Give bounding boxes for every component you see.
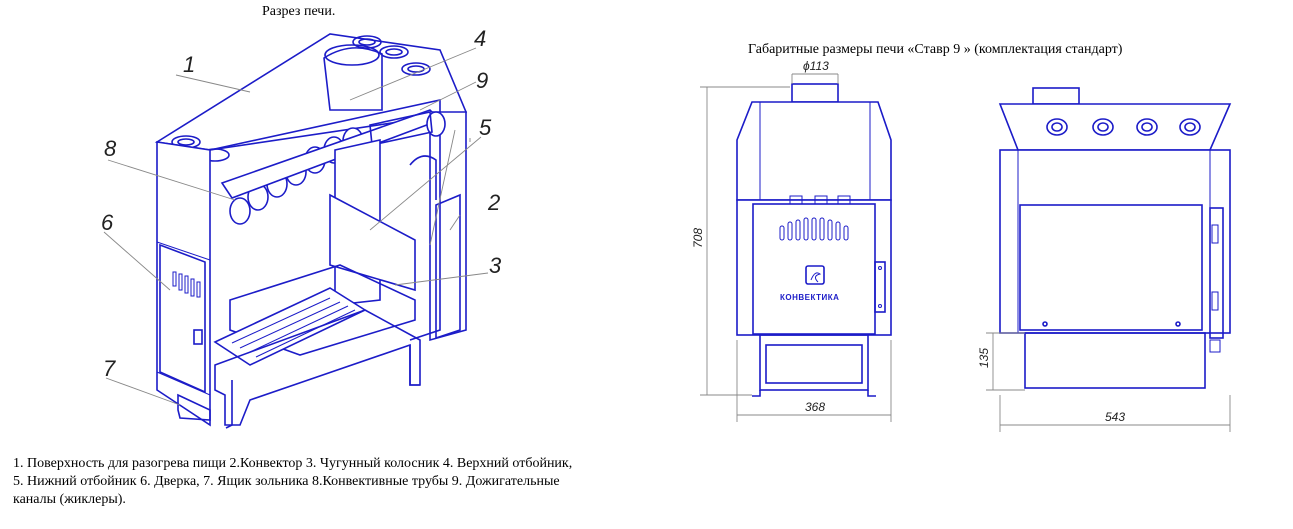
height-label: 708: [691, 228, 705, 248]
front-width-label: 368: [805, 400, 825, 414]
legend-line-1: 1. Поверхность для разогрева пищи 2.Конв…: [13, 456, 573, 471]
callout-9: 9: [476, 68, 488, 93]
callout-4: 4: [474, 26, 486, 51]
callout-numbers: 1 2 3 4 5 6 7 8 9: [101, 26, 502, 381]
parts-legend: 1. Поверхность для разогрева пищи 2.Конв…: [13, 455, 693, 509]
stove-side-view: [998, 87, 1232, 389]
front-brand-label: КОНВЕКТИКА: [780, 293, 839, 302]
callout-6: 6: [101, 210, 114, 235]
brand-logo-icon: [805, 265, 825, 285]
callout-leaders: [103, 47, 489, 406]
front-dimensions: ϕ113 708 368: [691, 59, 892, 422]
ash-height-label: 135: [977, 348, 991, 368]
callout-8: 8: [104, 136, 117, 161]
stove-cutaway: [154, 33, 468, 429]
callout-2: 2: [487, 190, 500, 215]
flue-diameter-label: ϕ113: [803, 59, 829, 73]
side-width-label: 543: [1105, 410, 1125, 424]
stove-front-view: КОНВЕКТИКА: [736, 83, 892, 397]
dimensions-title: Габаритные размеры печи «Ставр 9 » (комп…: [748, 42, 1123, 57]
callout-5: 5: [479, 115, 492, 140]
legend-line-2: 5. Нижний отбойник 6. Дверка, 7. Ящик зо…: [13, 474, 560, 489]
callout-1: 1: [183, 52, 195, 77]
door-vents: [779, 217, 849, 241]
legend-line-3: каналы (жиклеры).: [13, 492, 126, 507]
cutaway-title: Разрез печи.: [262, 4, 336, 19]
callout-7: 7: [103, 356, 116, 381]
callout-3: 3: [489, 253, 502, 278]
side-dimensions: 135 543: [977, 332, 1231, 432]
